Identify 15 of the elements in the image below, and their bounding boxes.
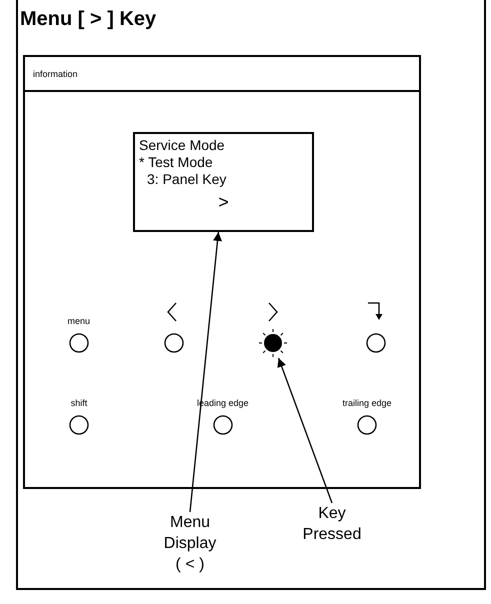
control-panel xyxy=(23,55,421,489)
callout-text: Menu Display ( < ) xyxy=(161,512,219,575)
key-label: shift xyxy=(70,398,88,408)
display-text: > xyxy=(217,194,230,211)
display-text: 3: Panel Key xyxy=(146,171,228,188)
callout-text: Key Pressed xyxy=(297,503,367,545)
lcd-display xyxy=(133,132,314,232)
display-text: Service Mode xyxy=(139,137,226,154)
diagram-title: Menu [ > ] Key xyxy=(20,8,156,31)
key-label: trailing edge xyxy=(342,398,392,408)
arrow xyxy=(189,232,222,512)
display-text: * Test Mode xyxy=(139,154,214,171)
panel-heading: information xyxy=(33,69,78,79)
key-label: menu xyxy=(68,316,90,326)
arrow xyxy=(277,358,333,504)
